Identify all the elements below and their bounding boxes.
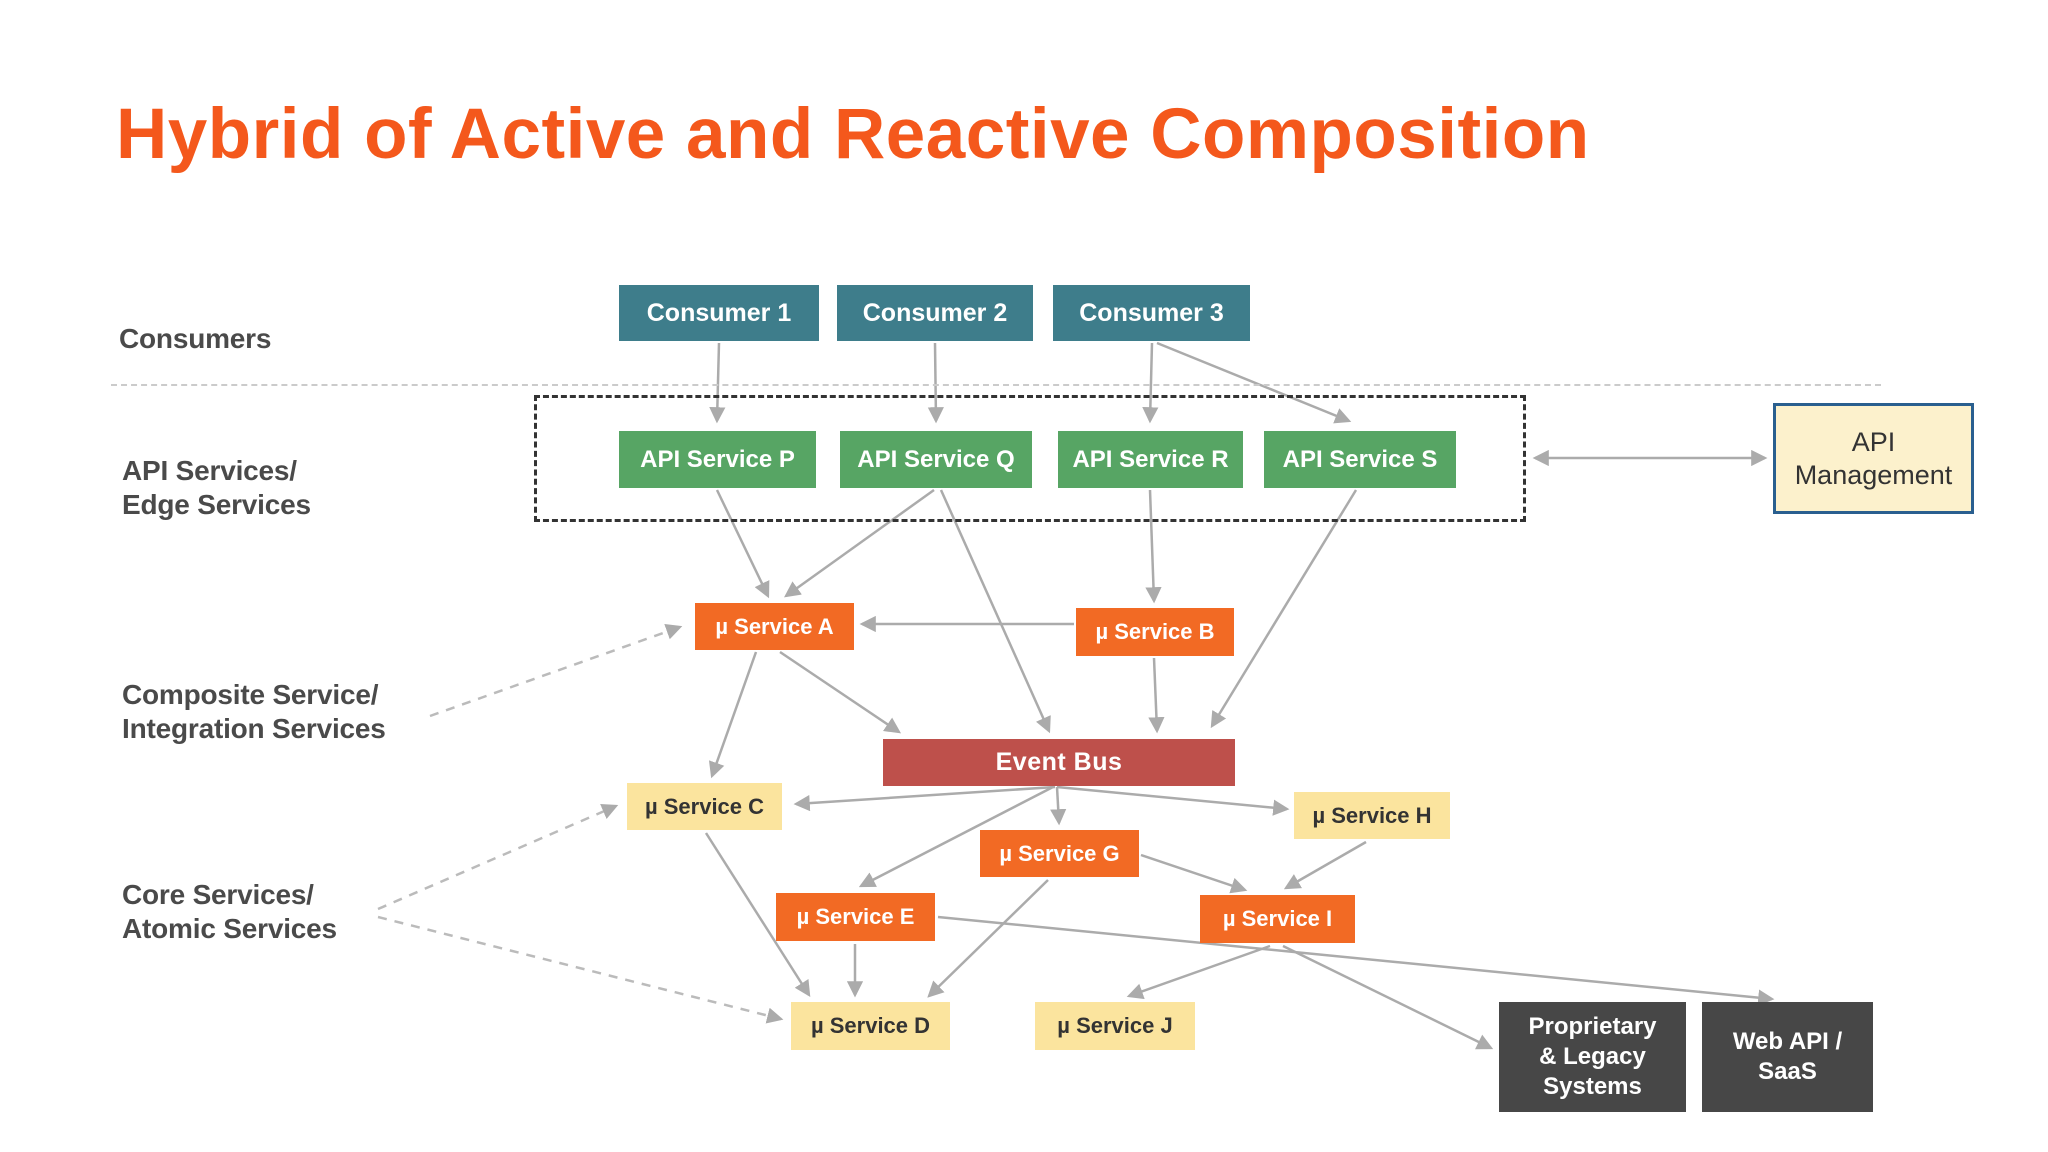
row-label-api-line1: API Services/ — [122, 455, 297, 486]
row-label-composite-services: Composite Service/ Integration Services — [122, 678, 386, 746]
node-api-management-line1: API — [1851, 426, 1896, 457]
edge-core_label-to-mu_c — [377, 804, 619, 911]
edge-services-group-outline — [534, 395, 1526, 522]
node-mu-service-c: µ Service C — [627, 783, 782, 830]
node-api-management-line2: Management — [1794, 459, 1953, 490]
node-mu-service-i-label: µ Service I — [1222, 906, 1333, 931]
edge-mu_h-to-mu_i — [1283, 840, 1367, 890]
node-mu-service-g-label: µ Service G — [999, 840, 1120, 866]
node-mu-service-a: µ Service A — [695, 603, 854, 650]
node-api-service-q: API Service Q — [840, 431, 1032, 488]
edge-mu_e-to-web_api — [937, 915, 1775, 1006]
node-legacy-line3: Systems — [1543, 1073, 1642, 1100]
node-mu-service-a-label: µ Service A — [715, 613, 834, 639]
node-api-service-s: API Service S — [1264, 431, 1456, 488]
edge-mu_a-to-mu_c — [708, 651, 758, 779]
node-mu-service-e-label: µ Service E — [796, 904, 915, 929]
edge-core_label-to-mu_d — [377, 915, 784, 1024]
edge-mu_i-to-mu_j — [1126, 944, 1271, 1000]
row-label-api-services: API Services/ Edge Services — [122, 454, 311, 522]
node-mu-service-j-label: µ Service J — [1057, 1013, 1173, 1038]
edge-mu_i-to-legacy — [1282, 944, 1494, 1050]
row-label-consumers: Consumers — [119, 322, 271, 356]
row-label-api-line2: Edge Services — [122, 489, 311, 520]
node-mu-service-i: µ Service I — [1200, 895, 1355, 943]
node-consumer-2: Consumer 2 — [837, 285, 1033, 341]
node-web-api-line2: SaaS — [1758, 1058, 1817, 1085]
node-event-bus: Event Bus — [883, 739, 1235, 786]
edge-event_bus-to-mu_h — [1056, 785, 1290, 816]
node-api-management: API Management — [1773, 403, 1974, 514]
node-event-bus-label: Event Bus — [995, 748, 1123, 776]
node-consumer-3: Consumer 3 — [1053, 285, 1250, 341]
node-api-service-q-label: API Service Q — [857, 445, 1015, 473]
node-legacy-line1: Proprietary — [1528, 1013, 1657, 1040]
node-api-service-r-label: API Service R — [1072, 445, 1229, 473]
node-api-service-s-label: API Service S — [1282, 445, 1438, 473]
node-api-service-p-label: API Service P — [640, 445, 795, 473]
edge-api_q-to-event_bus — [939, 489, 1051, 734]
node-api-service-p: API Service P — [619, 431, 816, 488]
node-api-service-r: API Service R — [1058, 431, 1243, 488]
node-mu-service-e: µ Service E — [776, 893, 935, 941]
node-legacy-line2: & Legacy — [1539, 1043, 1646, 1070]
edge-mu_a-to-event_bus — [779, 650, 902, 734]
node-mu-service-h-label: µ Service H — [1312, 802, 1432, 828]
edge-event_bus-to-mu_g — [1050, 786, 1067, 826]
slide-title: Hybrid of Active and Reactive Compositio… — [116, 95, 1590, 174]
node-web-api-saas: Web API / SaaS — [1702, 1002, 1873, 1112]
node-mu-service-c-label: µ Service C — [644, 793, 765, 819]
row-label-core-services: Core Services/ Atomic Services — [122, 878, 337, 946]
node-web-api-line1: Web API / — [1732, 1028, 1843, 1055]
node-mu-service-g: µ Service G — [980, 830, 1139, 877]
node-proprietary-legacy-systems: Proprietary & Legacy Systems — [1499, 1002, 1686, 1112]
consumers-separator-line — [111, 384, 1881, 386]
node-mu-service-h: µ Service H — [1294, 792, 1450, 839]
node-consumer-1-label: Consumer 1 — [646, 298, 792, 327]
node-mu-service-d: µ Service D — [791, 1002, 950, 1050]
node-mu-service-d-label: µ Service D — [810, 1013, 931, 1038]
node-mu-service-j: µ Service J — [1035, 1002, 1195, 1050]
edge-mu_b-to-event_bus — [1148, 657, 1165, 734]
edge-event_bus-to-mu_c — [793, 785, 1056, 812]
row-label-core-line1: Core Services/ — [122, 879, 314, 910]
row-label-composite-line1: Composite Service/ — [122, 679, 379, 710]
row-label-core-line2: Atomic Services — [122, 913, 337, 944]
node-mu-service-b-label: µ Service B — [1095, 619, 1215, 644]
edge-mu_g-to-mu_i — [1140, 853, 1248, 894]
edge-mu_g-to-mu_d — [927, 879, 1049, 998]
node-consumer-3-label: Consumer 3 — [1079, 298, 1224, 327]
node-consumer-2-label: Consumer 2 — [862, 298, 1008, 327]
edge-composite_label-to-mu_a — [429, 623, 683, 718]
node-mu-service-b: µ Service B — [1076, 608, 1234, 656]
node-consumer-1: Consumer 1 — [619, 285, 819, 341]
row-label-composite-line2: Integration Services — [122, 713, 386, 744]
row-label-consumers-text: Consumers — [119, 323, 272, 354]
